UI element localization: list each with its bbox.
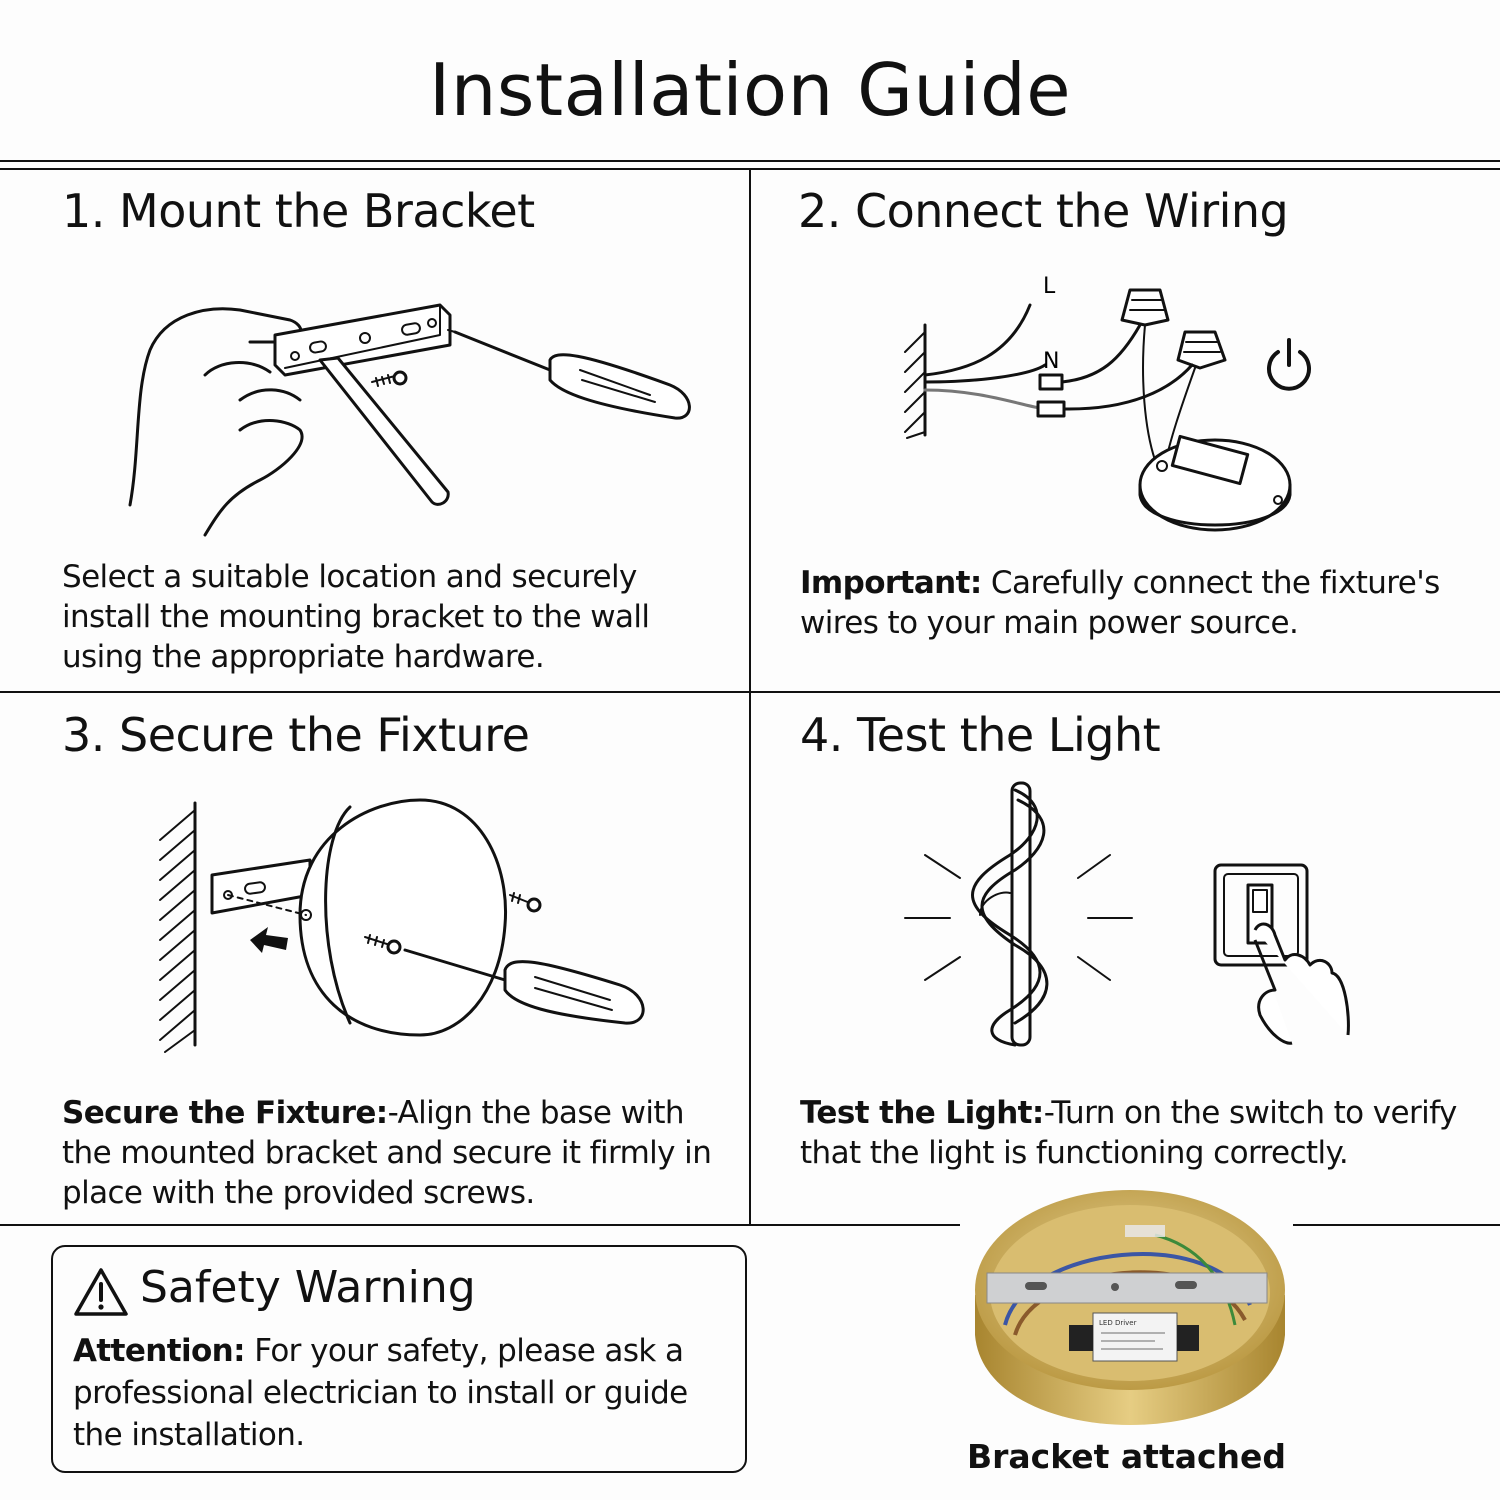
screw-icon [364,934,402,955]
step-1-description: Select a suitable location and securely … [62,559,650,675]
step-3-lead: Secure the Fixture: [62,1095,388,1131]
power-icon [1267,338,1311,391]
light-switch-icon [1213,863,1309,967]
spiral-lamp-icon [971,781,1049,1047]
safety-warning-heading: Safety Warning [140,1262,476,1313]
wall-icon [159,801,197,1053]
warning-triangle-icon [74,1268,128,1316]
safety-warning-box [51,1245,747,1473]
step-2-heading: 2. Connect the Wiring [798,184,1289,238]
wall-icon [904,323,927,439]
bracket-attached-photo: LED Driver [975,1190,1285,1425]
step-2-description: Important: Carefully connect the fixture… [800,563,1470,643]
wire-nut-icon [1176,330,1227,370]
test-light-illustration [904,781,1350,1047]
grid-divider-bottom-right [1293,1224,1500,1226]
wall-bracket-icon [273,303,452,377]
neutral-wire [923,363,1047,384]
fixture-base-icon [298,798,508,1037]
step-2-body: Carefully connect the fixture's wires to… [800,565,1440,641]
screw-icon [509,892,542,913]
safety-body: For your safety, please ask a profession… [73,1333,688,1453]
grid-divider-middle [0,691,1500,693]
wire-connector [1038,373,1064,391]
photo-caption: Bracket attached [966,1437,1287,1476]
arrow-left-icon [250,927,288,953]
safety-lead: Attention: [73,1333,246,1369]
ground-wire [923,388,1042,410]
canopy-base-icon [1138,434,1292,532]
neutral-label: N [1043,349,1059,374]
step-1-heading: 1. Mount the Bracket [62,184,535,238]
secure-fixture-illustration [159,798,645,1053]
step-3-body: -Align the base with the mounted bracket… [62,1095,712,1211]
light-rays-icon [904,854,1133,981]
page-title: Installation Guide [428,48,1072,132]
title-rule-bottom [0,168,1500,170]
hand-icon [128,307,304,537]
live-label: L [1043,274,1056,299]
step-4-lead: Test the Light: [800,1095,1044,1131]
step-4-body: -Turn on the switch to verify that the l… [800,1095,1457,1171]
step-4-heading: 4. Test the Light [800,708,1161,762]
wire-connector [1036,400,1066,418]
grid-divider-bottom-left [0,1224,960,1226]
step-3-description: Secure the Fixture:-Align the base with … [62,1093,732,1213]
wire-nut-icon [1120,288,1170,327]
hand-icon [1253,922,1350,1045]
pencil-icon [318,356,450,506]
screwdriver-icon [447,329,691,420]
step-3-heading: 3. Secure the Fixture [62,708,530,762]
screwdriver-icon [403,948,645,1025]
live-wire [923,303,1032,377]
mount-bracket-illustration [128,303,691,537]
safety-warning-text: Attention: For your safety, please ask a… [73,1330,738,1456]
title-rule-top [0,160,1500,162]
driver-label: LED Driver [1099,1319,1137,1327]
wall-bracket-icon [210,858,312,915]
grid-divider-vertical [749,170,751,1226]
screw-icon [371,370,408,387]
step-4-description: Test the Light:-Turn on the switch to ve… [800,1093,1490,1173]
wiring-illustration: L N [904,274,1311,532]
step-2-lead: Important: [800,565,982,601]
